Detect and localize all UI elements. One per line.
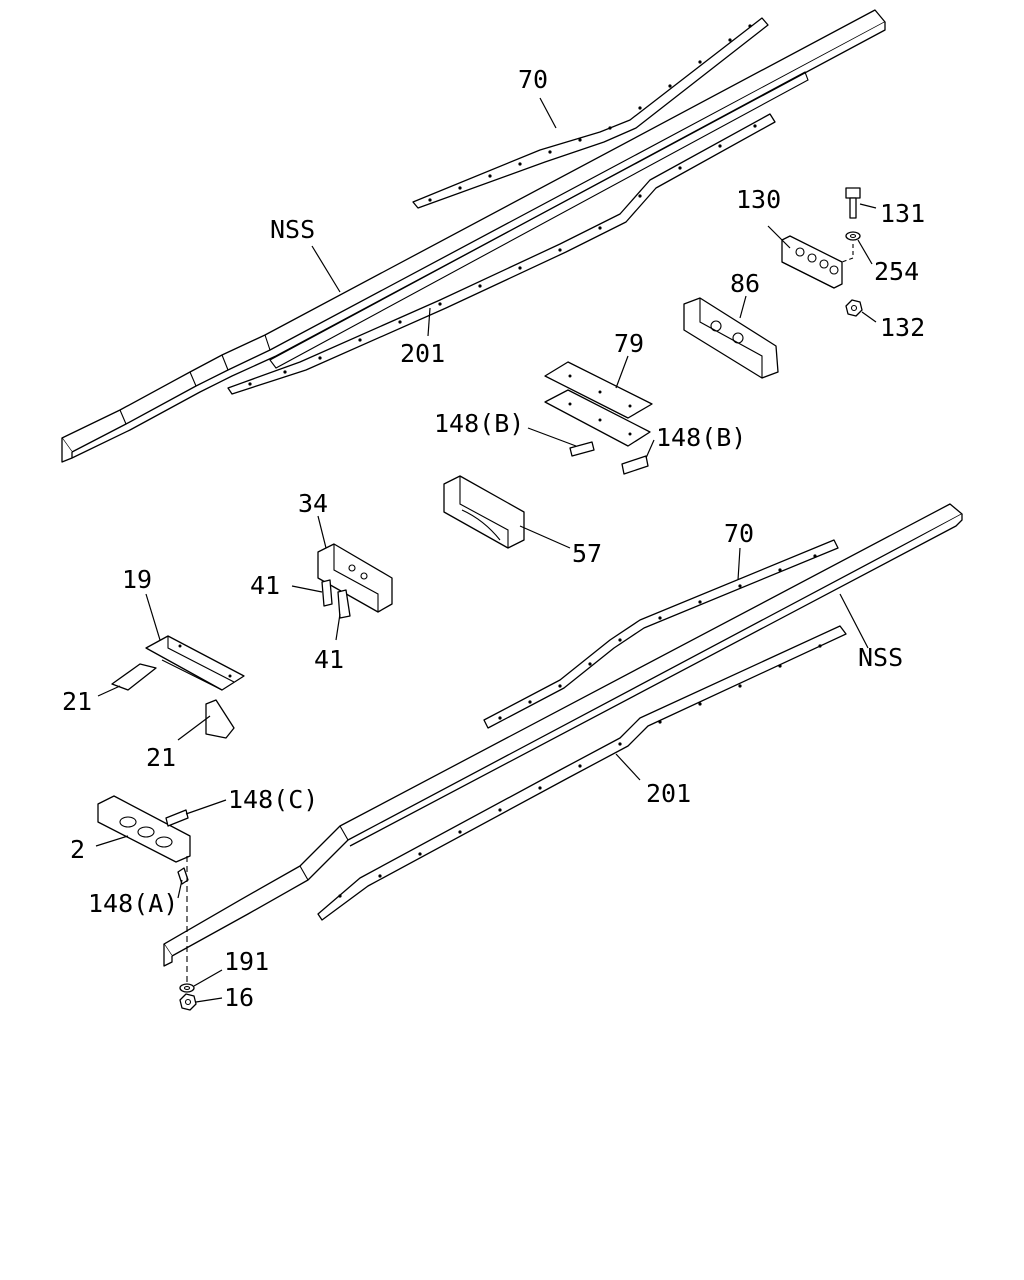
bracket-21-b <box>205 699 235 739</box>
label-16: 16 <box>224 983 254 1012</box>
plate-148a <box>177 867 189 885</box>
label-41-b: 41 <box>314 645 344 674</box>
dashed-fastener-line-130 <box>841 244 854 263</box>
bracket-130 <box>781 235 843 289</box>
bracket-34 <box>317 543 393 613</box>
leader-lines <box>95 97 877 1003</box>
label-148c: 148(C) <box>228 785 318 814</box>
label-21-b: 21 <box>146 743 176 772</box>
crossmember-2 <box>97 795 191 863</box>
label-254: 254 <box>874 257 919 286</box>
bolt-131 <box>845 187 861 219</box>
nut-132 <box>845 299 863 317</box>
label-131: 131 <box>880 199 925 228</box>
reinforcement-plate-lower <box>483 539 839 729</box>
label-57: 57 <box>572 539 602 568</box>
label-191: 191 <box>224 947 269 976</box>
bracket-21-a <box>111 663 157 691</box>
frame-rail-lower <box>163 503 963 967</box>
label-79: 79 <box>614 329 644 358</box>
crossmember-57 <box>443 475 525 549</box>
bracket-41-a <box>321 579 333 607</box>
plate-148c <box>165 809 189 827</box>
label-70-bottom: 70 <box>724 519 754 548</box>
reinforcement-channel-lower <box>317 625 847 921</box>
label-148b-right: 148(B) <box>656 423 746 452</box>
plate-148b-right <box>621 455 649 475</box>
washer-254 <box>845 231 861 241</box>
plate-148b-left <box>569 441 595 457</box>
crossmember-86 <box>683 297 779 379</box>
frame-rail-upper <box>61 9 886 463</box>
label-201-top: 201 <box>400 339 445 368</box>
label-19: 19 <box>122 565 152 594</box>
label-201-bottom: 201 <box>646 779 691 808</box>
label-86: 86 <box>730 269 760 298</box>
label-nss-bottom: NSS <box>858 643 903 672</box>
label-41-a: 41 <box>250 571 280 600</box>
bracket-41-b <box>337 589 351 619</box>
label-148a: 148(A) <box>88 889 178 918</box>
label-148b-left: 148(B) <box>434 409 524 438</box>
washer-191 <box>179 983 195 993</box>
plate-79 <box>544 361 653 447</box>
nut-16 <box>179 993 197 1011</box>
label-nss-top: NSS <box>270 215 315 244</box>
label-70-top: 70 <box>518 65 548 94</box>
label-130: 130 <box>736 185 781 214</box>
label-2: 2 <box>70 835 85 864</box>
reinforcement-plate-upper <box>412 17 769 209</box>
reinforcement-channel-upper <box>227 113 776 395</box>
label-132: 132 <box>880 313 925 342</box>
crossmember-19 <box>145 635 245 691</box>
label-21-a: 21 <box>62 687 92 716</box>
label-34: 34 <box>298 489 328 518</box>
